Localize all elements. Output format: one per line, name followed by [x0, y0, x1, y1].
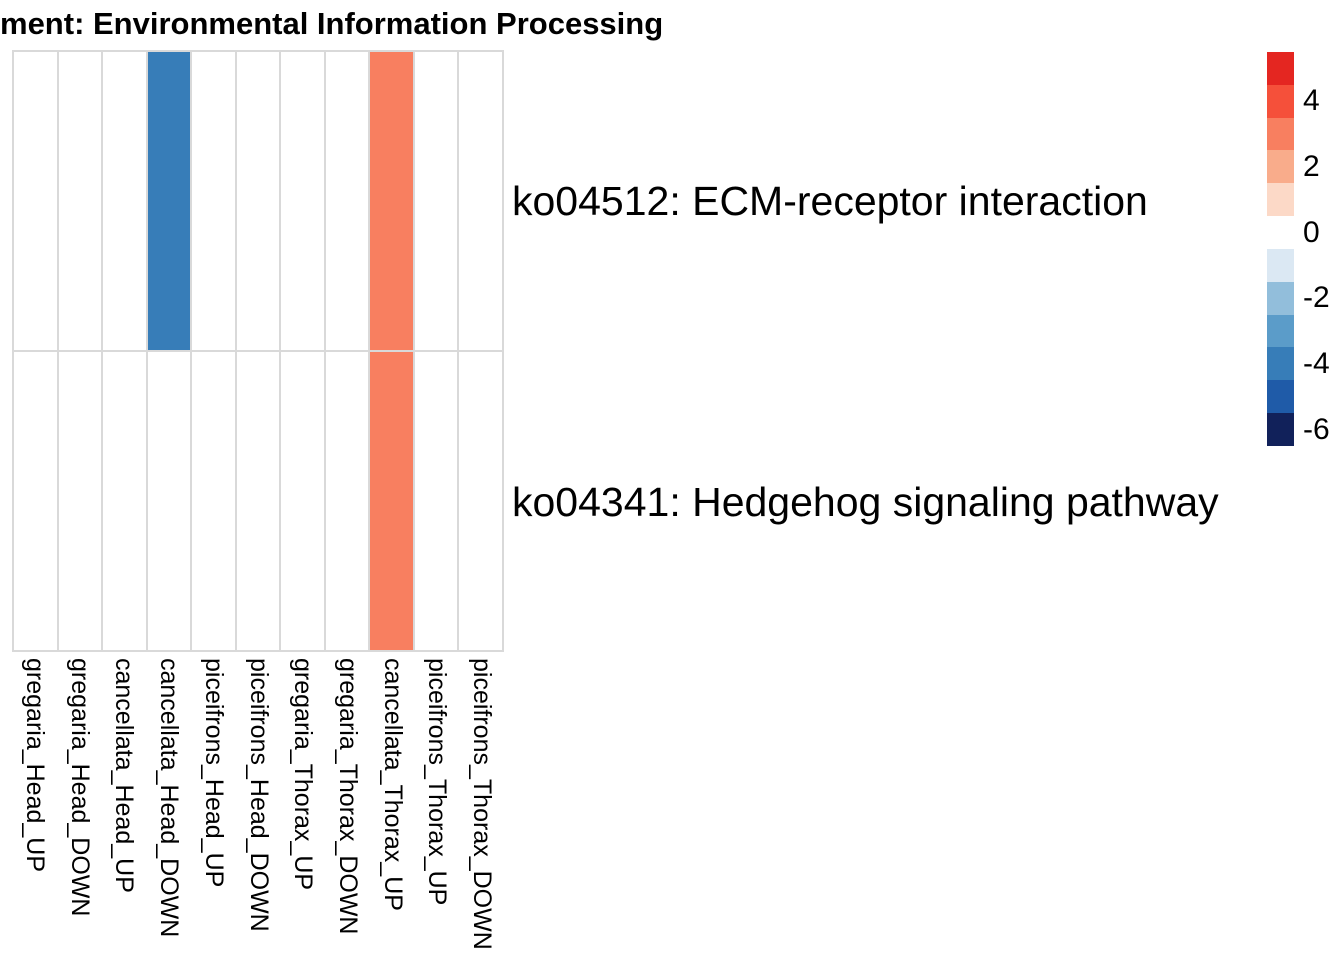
- x-axis-label: piceifrons_Head_UP: [199, 658, 228, 888]
- x-axis-label: cancellata_Head_UP: [110, 658, 139, 893]
- colorbar-tick-label: 0: [1303, 215, 1320, 249]
- colorbar-segment: [1267, 52, 1294, 85]
- heatmap-cell: [236, 52, 280, 350]
- x-axis-label: piceifrons_Head_DOWN: [244, 658, 273, 932]
- heatmap-cell: [103, 352, 146, 650]
- y-axis-label: ko04512: ECM-receptor interaction: [512, 177, 1148, 224]
- heatmap-cell: [281, 52, 324, 350]
- x-axis-label: piceifrons_Thorax_UP: [423, 658, 452, 906]
- heatmap-cell: [325, 352, 369, 650]
- colorbar-segment: [1267, 281, 1294, 315]
- colorbar: [1267, 52, 1294, 446]
- heatmap-grid: [12, 50, 504, 652]
- heatmap-cell: [281, 352, 324, 650]
- colorbar-tick-label: -6: [1303, 412, 1330, 446]
- colorbar-segment: [1267, 413, 1294, 446]
- heatmap-cell: [414, 52, 458, 350]
- colorbar-segment: [1267, 314, 1294, 348]
- heatmap-cell: [370, 352, 413, 650]
- heatmap-cell: [325, 52, 369, 350]
- colorbar-segment: [1267, 216, 1294, 249]
- x-axis-label: gregaria_Thorax_DOWN: [333, 658, 362, 935]
- heatmap-cell: [58, 352, 102, 650]
- heatmap-cell: [103, 52, 146, 350]
- colorbar-segment: [1267, 183, 1294, 217]
- colorbar-tick-label: -4: [1303, 346, 1330, 380]
- x-axis-label: gregaria_Thorax_UP: [289, 658, 318, 891]
- y-axis-label: ko04341: Hedgehog signaling pathway: [512, 478, 1219, 525]
- colorbar-segment: [1267, 117, 1294, 151]
- colorbar-segment: [1267, 150, 1294, 184]
- x-axis-label: gregaria_Head_UP: [20, 658, 49, 873]
- heatmap-cell: [414, 352, 458, 650]
- colorbar-segment: [1267, 380, 1294, 414]
- colorbar-segment: [1267, 84, 1294, 118]
- heatmap-cell: [459, 352, 502, 650]
- heatmap-cell: [236, 352, 280, 650]
- heatmap-cell: [459, 52, 502, 350]
- heatmap-cell: [192, 52, 235, 350]
- heatmap-cell: [147, 352, 191, 650]
- colorbar-tick-label: -2: [1303, 281, 1330, 315]
- heatmap-cell: [14, 52, 57, 350]
- x-axis-label: cancellata_Thorax_UP: [378, 658, 407, 911]
- x-axis-label: piceifrons_Thorax_DOWN: [468, 658, 497, 950]
- x-axis-label: gregaria_Head_DOWN: [65, 658, 94, 917]
- heatmap-cell: [58, 52, 102, 350]
- colorbar-tick-label: 2: [1303, 149, 1320, 183]
- x-axis-label: cancellata_Head_DOWN: [155, 658, 184, 938]
- heatmap-cell: [370, 52, 413, 350]
- heatmap-cell: [147, 52, 191, 350]
- heatmap-cell: [14, 352, 57, 650]
- colorbar-segment: [1267, 347, 1294, 381]
- chart-title: ment: Environmental Information Processi…: [0, 6, 664, 41]
- heatmap-cell: [192, 352, 235, 650]
- colorbar-segment: [1267, 248, 1294, 282]
- colorbar-tick-label: 4: [1303, 84, 1320, 118]
